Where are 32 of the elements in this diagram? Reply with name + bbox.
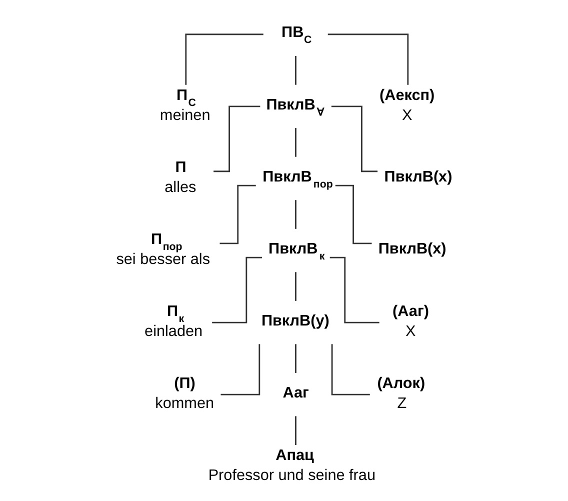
node-text: ПвклВ$_{∀}$ <box>266 96 324 118</box>
node-text: П$_{С}$ meinen <box>159 86 210 124</box>
connector <box>294 128 296 157</box>
connector <box>294 56 296 85</box>
connector <box>294 272 296 301</box>
node-text: Апац Professor und seine frau <box>208 446 375 484</box>
connector <box>334 184 372 244</box>
node-text: П$_{к}$ einladen <box>144 302 202 340</box>
connector <box>212 256 262 324</box>
node-text: П$_{пор}$ sei besser als <box>116 230 210 268</box>
node-text: ПВ$_{С}$ <box>281 24 312 46</box>
node-text: (Ааг) X <box>392 302 428 340</box>
node-text: (Алок) Z <box>376 374 425 412</box>
connector <box>184 34 263 85</box>
connector <box>294 344 296 373</box>
connector <box>213 106 260 172</box>
connector <box>220 344 260 396</box>
connector <box>330 344 370 396</box>
connector <box>330 106 378 172</box>
node-text: Ааг <box>282 384 308 402</box>
connector <box>327 34 408 85</box>
connector <box>294 416 296 445</box>
node-text: ПвклВ$_{пор}$ <box>262 168 332 190</box>
node-text: ПвклВ$_{к}$ <box>268 240 324 262</box>
node-text: ПвклВ(x) <box>378 240 446 258</box>
node-text: (П) kommen <box>154 374 214 412</box>
node-text: (Аексп) X <box>379 86 434 124</box>
node-text: ПвклВ(x) <box>384 168 452 186</box>
connector <box>219 184 256 244</box>
node-text: П alles <box>164 158 196 196</box>
node-text: ПвклВ(y) <box>260 312 329 330</box>
connector <box>294 200 296 229</box>
